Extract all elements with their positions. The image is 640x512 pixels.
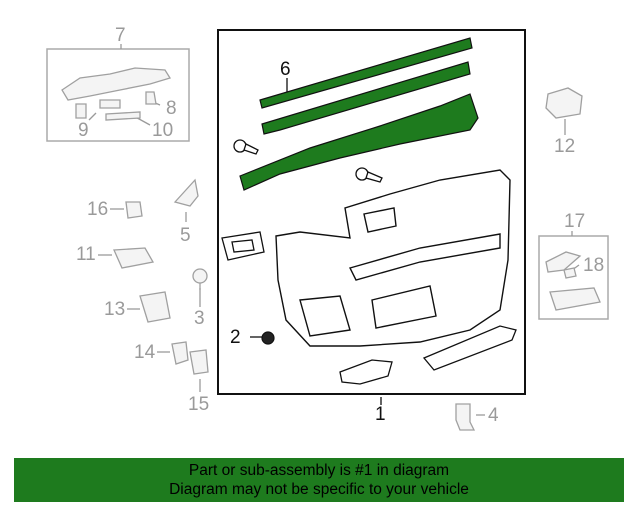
banner-line-2: Diagram may not be specific to your vehi… xyxy=(169,481,469,498)
part-11-switch xyxy=(113,247,155,269)
callout-18: 18 xyxy=(583,255,605,276)
banner-line-1: Part or sub-assembly is #1 in diagram xyxy=(188,462,450,479)
callout-15: 15 xyxy=(188,394,210,415)
part-14-bracket xyxy=(171,341,189,365)
callout-10: 10 xyxy=(152,120,174,141)
part-3-screw xyxy=(192,268,208,290)
callout-4: 4 xyxy=(488,405,499,426)
callout-17: 17 xyxy=(564,211,586,232)
callout-7: 7 xyxy=(115,25,126,46)
sub-assembly-7-frame xyxy=(46,48,190,142)
armrest-trim xyxy=(422,325,517,371)
part-2-clip xyxy=(261,331,275,345)
door-panel xyxy=(275,169,511,347)
notice-banner: Part or sub-assembly is #1 in diagram Di… xyxy=(14,458,624,502)
callout-13: 13 xyxy=(104,299,126,320)
parts-diagram xyxy=(46,29,609,431)
lower-bracket xyxy=(339,359,393,385)
part-15-bracket xyxy=(189,349,209,375)
upper-screw-right xyxy=(355,167,383,183)
callout-16: 16 xyxy=(87,199,109,220)
callout-5: 5 xyxy=(180,225,191,246)
part-16-clip xyxy=(125,201,143,219)
callout-12: 12 xyxy=(554,136,576,157)
callout-9: 9 xyxy=(78,120,89,141)
part-12-clip xyxy=(545,87,583,119)
callout-6: 6 xyxy=(280,59,291,80)
part-4-bracket xyxy=(455,403,476,431)
main-assembly-frame xyxy=(217,29,526,395)
part-5-trim xyxy=(173,178,199,207)
weatherstrip-highlight-group xyxy=(239,37,479,191)
part-13-switch xyxy=(139,291,171,323)
callout-14: 14 xyxy=(134,342,156,363)
callout-3: 3 xyxy=(194,308,205,329)
inner-handle-bezel xyxy=(221,231,265,261)
callout-8: 8 xyxy=(166,98,177,119)
upper-screw-left xyxy=(233,139,259,155)
part-18-group xyxy=(545,251,601,311)
switch-panel-group xyxy=(61,67,172,121)
callout-1: 1 xyxy=(375,404,386,425)
callout-2: 2 xyxy=(230,327,241,348)
sub-assembly-17-frame xyxy=(538,235,609,320)
callout-11: 11 xyxy=(76,244,96,265)
